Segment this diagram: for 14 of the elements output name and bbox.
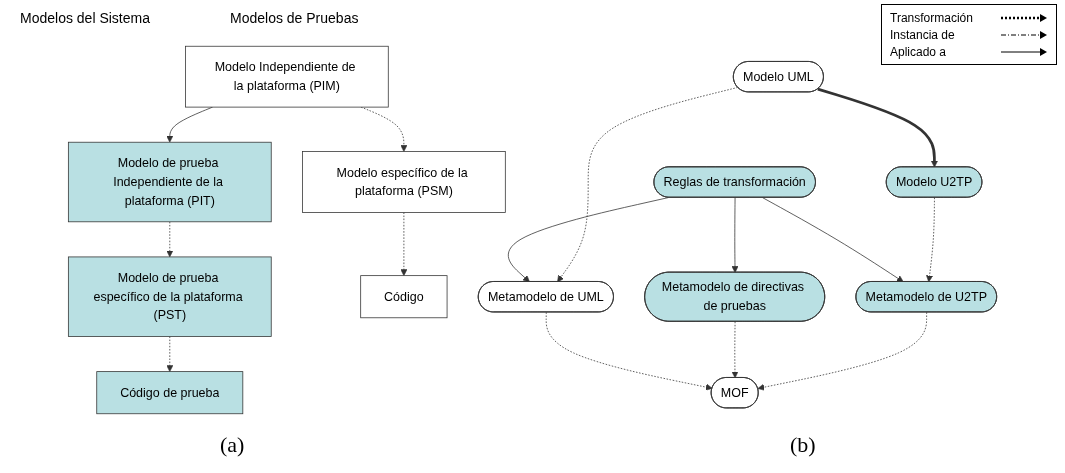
arrow <box>817 87 938 168</box>
legend-label: Instancia de <box>890 27 956 42</box>
node-box: Modelo Independiente de la plataforma (PIM) <box>185 45 389 108</box>
legend-label: Transformación <box>890 10 974 25</box>
column-heading: Modelos del Sistema <box>20 10 150 26</box>
node-box: Modelo específico de la plataforma (PSM) <box>302 151 506 213</box>
node-box: Modelo de prueba específico de la plataforma (PST) <box>67 256 272 337</box>
column-heading: Modelos de Pruebas <box>230 10 359 26</box>
panel-caption: (a) <box>220 432 245 458</box>
panel-caption: (b) <box>790 432 816 458</box>
node-box: Código de prueba <box>96 371 244 415</box>
legend-label: Aplicado a <box>890 44 948 59</box>
node-box: Modelo de prueba Independiente de la plataforma (PIT) <box>67 141 272 223</box>
node-box: Código <box>360 275 448 319</box>
